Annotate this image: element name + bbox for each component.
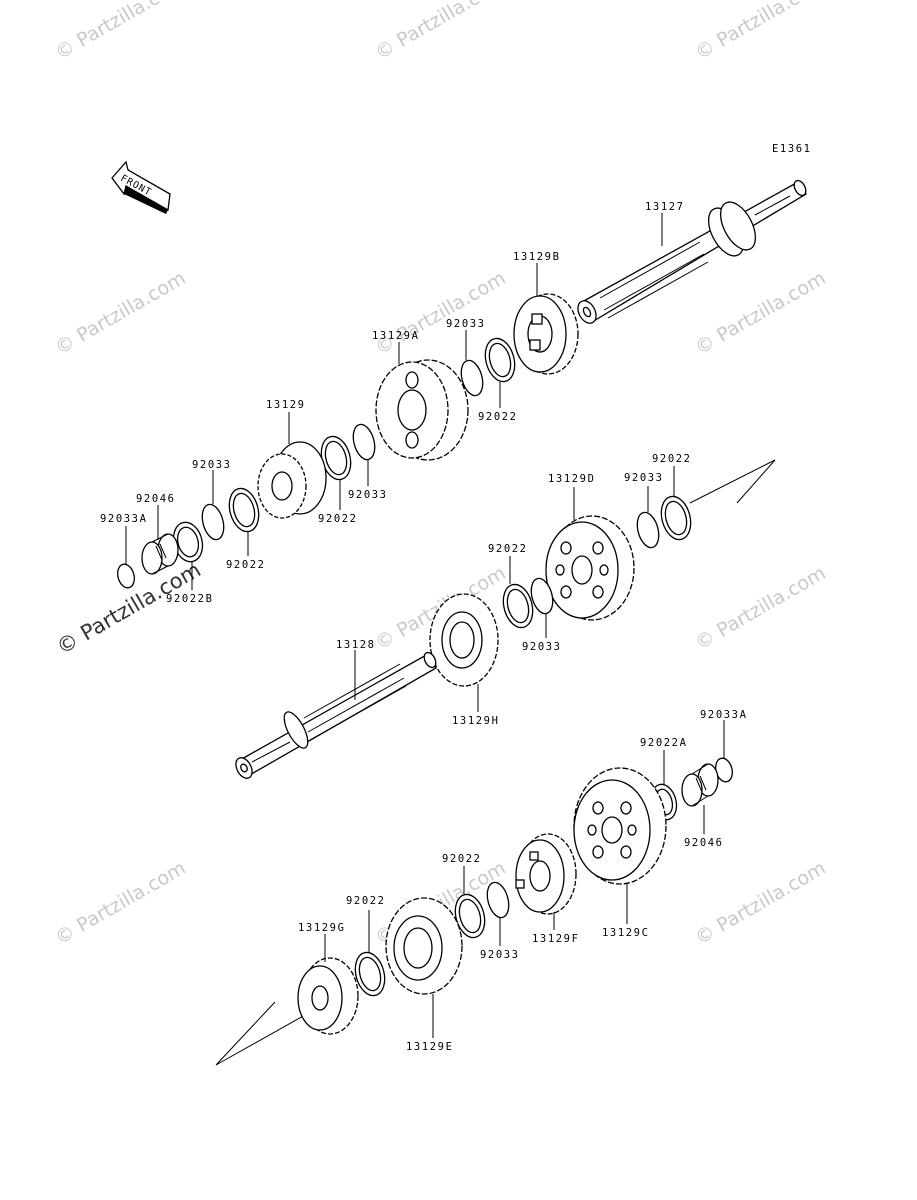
part-label-92046-b: 92046 bbox=[684, 837, 724, 849]
front-arrow-icon: FRONT bbox=[111, 160, 171, 214]
part-label-92033-c: 92033 bbox=[192, 459, 232, 471]
gear-13129B bbox=[513, 293, 579, 375]
gear-13129C bbox=[573, 767, 667, 885]
ring-92033A-a bbox=[117, 563, 135, 589]
watermark-layer: © Partzilla.com © Partzilla.com © Partzi… bbox=[52, 0, 830, 949]
part-label-13129: 13129 bbox=[266, 399, 306, 411]
watermark: © Partzilla.com bbox=[52, 0, 190, 64]
part-label-92033A-b: 92033A bbox=[700, 709, 748, 721]
watermark: © Partzilla.com bbox=[692, 0, 830, 64]
part-label-13129H: 13129H bbox=[452, 715, 500, 727]
ring-92022B bbox=[172, 521, 204, 563]
watermark: © Partzilla.com bbox=[372, 0, 510, 64]
part-label-92033-a: 92033 bbox=[446, 318, 486, 330]
part-label-13129C: 13129C bbox=[602, 927, 650, 939]
axis-guide-line bbox=[215, 1001, 306, 1066]
ring-92022-g bbox=[354, 951, 386, 997]
part-label-13129B: 13129B bbox=[513, 251, 561, 263]
ring-92022-d bbox=[660, 495, 692, 541]
diagram-code: E1361 bbox=[772, 143, 812, 155]
shaft-13128 bbox=[235, 651, 437, 779]
part-label-13128: 13128 bbox=[336, 639, 376, 651]
shaft-13127 bbox=[577, 179, 807, 324]
part-label-92022-a: 92022 bbox=[478, 411, 518, 423]
part-label-92033-e: 92033 bbox=[522, 641, 562, 653]
ring-92033-c bbox=[201, 503, 225, 541]
gear-13129 bbox=[257, 441, 327, 519]
part-label-92022B: 92022B bbox=[166, 593, 214, 605]
part-label-92033-d: 92033 bbox=[624, 472, 664, 484]
part-label-13127: 13127 bbox=[645, 201, 685, 213]
part-label-92022-c: 92022 bbox=[226, 559, 266, 571]
ring-92033-d bbox=[636, 511, 660, 549]
part-label-92022-b: 92022 bbox=[318, 513, 358, 525]
watermark: © Partzilla.com bbox=[692, 857, 830, 949]
gear-13129A bbox=[375, 359, 469, 461]
part-label-92022-d: 92022 bbox=[652, 453, 692, 465]
watermark: © Partzilla.com bbox=[52, 857, 190, 949]
watermark: © Partzilla.com bbox=[52, 267, 190, 359]
part-label-92046-a: 92046 bbox=[136, 493, 176, 505]
gear-13129G bbox=[297, 957, 359, 1035]
part-label-92022A: 92022A bbox=[640, 737, 688, 749]
part-label-13129D: 13129D bbox=[548, 473, 596, 485]
bearing-92046-a bbox=[141, 533, 179, 575]
part-label-92022-e: 92022 bbox=[488, 543, 528, 555]
watermark: © Partzilla.com bbox=[692, 562, 830, 654]
ring-92033-e bbox=[530, 577, 554, 615]
part-label-92033-b: 92033 bbox=[348, 489, 388, 501]
axis-guide-line bbox=[689, 459, 776, 504]
ring-92022-e bbox=[502, 583, 534, 629]
part-label-92033A-a: 92033A bbox=[100, 513, 148, 525]
gear-13129E bbox=[385, 897, 463, 995]
watermark: © Partzilla.com bbox=[692, 267, 830, 359]
ring-92033-a bbox=[460, 359, 484, 397]
ring-92033-b bbox=[352, 423, 376, 461]
part-label-92033-f: 92033 bbox=[480, 949, 520, 961]
gear-13129H bbox=[429, 593, 499, 687]
gear-13129F bbox=[515, 833, 577, 915]
part-label-92022-g: 92022 bbox=[346, 895, 386, 907]
ring-92022-c bbox=[228, 487, 260, 533]
part-label-13129E: 13129E bbox=[406, 1041, 454, 1053]
ring-92022-a bbox=[484, 337, 516, 383]
gear-13129D bbox=[545, 515, 635, 621]
ring-92022-b bbox=[320, 435, 352, 481]
part-label-92022-f: 92022 bbox=[442, 853, 482, 865]
ring-92033-f bbox=[486, 881, 510, 919]
part-label-13129A: 13129A bbox=[372, 330, 420, 342]
part-label-13129F: 13129F bbox=[532, 933, 580, 945]
part-label-13129G: 13129G bbox=[298, 922, 346, 934]
bearing-92046-b bbox=[681, 763, 719, 807]
